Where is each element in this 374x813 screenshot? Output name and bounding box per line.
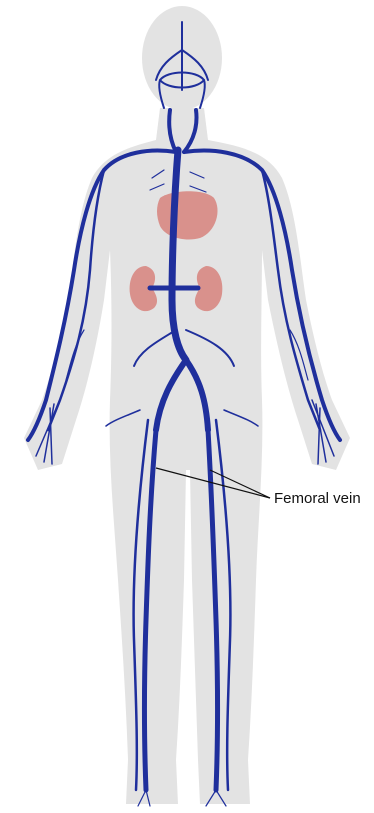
liver-icon [157, 191, 218, 239]
femoral-vein-label: Femoral vein [274, 490, 361, 507]
body-silhouette [24, 6, 350, 804]
